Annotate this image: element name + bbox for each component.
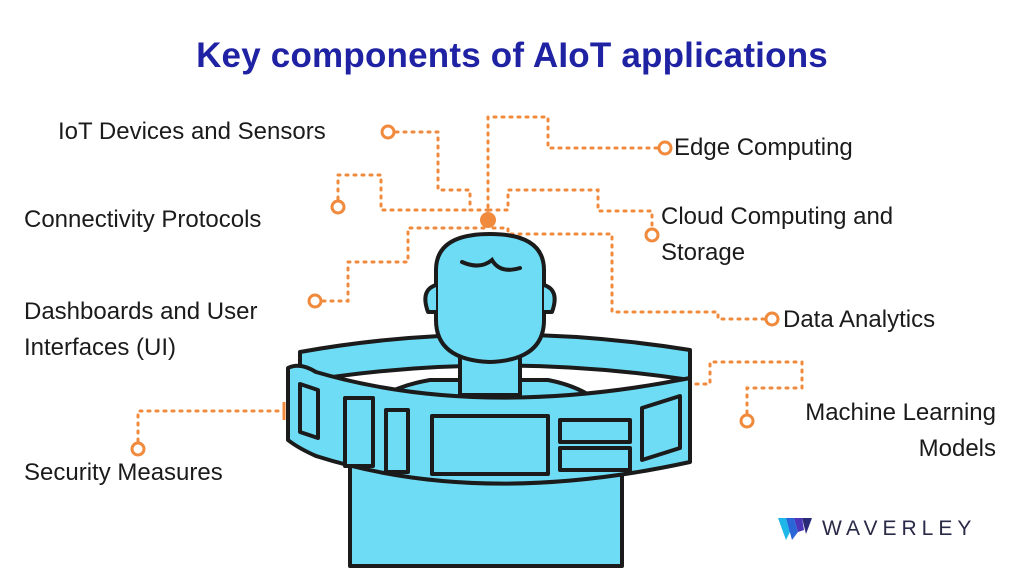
- endpoint-ml: [739, 413, 755, 429]
- label-cloud-line2: Storage: [661, 239, 746, 266]
- person-ear-right: [543, 283, 557, 314]
- person-head: [434, 232, 546, 364]
- panel-left-small: [298, 382, 320, 440]
- waverley-logo-text: WAVERLEY: [822, 517, 977, 540]
- connector-connectivity: [336, 173, 472, 212]
- endpoint-dashboards: [307, 293, 323, 309]
- panel-left-2: [384, 408, 410, 474]
- person-ear-left: [423, 283, 437, 314]
- endpoint-edge: [657, 140, 673, 156]
- connector-edge: [486, 115, 667, 224]
- connector-lines: [136, 115, 804, 451]
- label-cloud-line1: Cloud Computing and: [661, 203, 894, 230]
- connector-ml: [688, 360, 804, 423]
- label-ml-line1: Machine Learning: [805, 399, 996, 426]
- panel-left-1: [343, 396, 375, 468]
- connector-security: [136, 409, 286, 451]
- panel-far-right: [640, 394, 682, 462]
- label-dashboards: Dashboards and User Interfaces (UI): [24, 294, 257, 366]
- label-dashboards-line1: Dashboards and User: [24, 298, 258, 325]
- panel-center: [430, 414, 550, 476]
- label-ml-line2: Models: [918, 435, 996, 462]
- endpoint-iot: [380, 124, 396, 140]
- label-ml: Machine Learning Models: [756, 395, 996, 467]
- label-data-analytics: Data Analytics: [783, 306, 936, 333]
- connector-cloud: [486, 188, 654, 235]
- connector-endpoints: [130, 124, 780, 457]
- endpoint-security: [130, 441, 146, 457]
- panel-right-bottom: [558, 446, 632, 472]
- connector-analytics: [486, 226, 774, 321]
- label-edge-computing: Edge Computing: [674, 134, 853, 161]
- diagram-title: Key components of AIoT applications: [196, 36, 828, 75]
- screen-panels: [298, 382, 682, 476]
- waverley-logo-icon: [778, 518, 812, 540]
- label-iot-devices: IoT Devices and Sensors: [58, 118, 326, 145]
- label-connectivity: Connectivity Protocols: [24, 206, 262, 233]
- connector-iot: [386, 130, 490, 224]
- central-hub: [480, 212, 496, 228]
- label-cloud: Cloud Computing and Storage: [661, 199, 893, 271]
- waverley-logo: WAVERLEY: [778, 512, 976, 546]
- endpoint-connectivity: [330, 199, 346, 215]
- panel-right-top: [558, 418, 632, 444]
- connector-dashboards: [313, 226, 490, 303]
- endpoint-cloud: [644, 227, 660, 243]
- endpoint-analytics: [764, 311, 780, 327]
- label-dashboards-line2: Interfaces (UI): [24, 334, 177, 361]
- label-security: Security Measures: [24, 459, 223, 486]
